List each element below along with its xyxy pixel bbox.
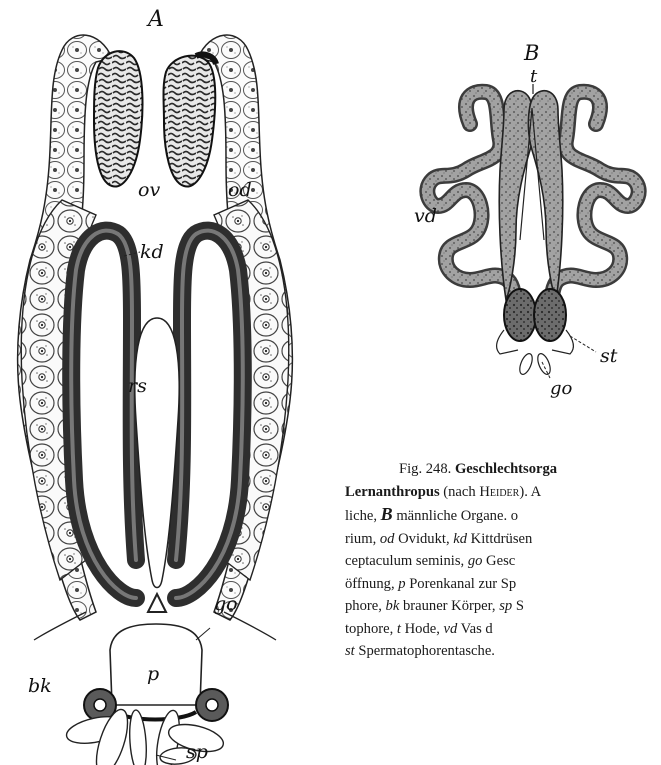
label-ov: ov <box>138 179 160 201</box>
label-panel-a: A <box>146 7 164 32</box>
label-od: od <box>228 179 252 201</box>
figure-a-female-organs: A ov od kd rs go bk p sp <box>0 0 330 765</box>
brown-body-right <box>196 689 228 721</box>
genital-opening <box>497 330 574 376</box>
label-bk: bk <box>28 675 52 697</box>
label-st: st <box>600 345 618 367</box>
cement-gland-right <box>176 231 243 598</box>
label-kd: kd <box>140 241 164 263</box>
caption-line-7: phore, bk brauner Körper, sp S <box>345 595 661 618</box>
figure-b-male-organs: B t vd st go <box>400 30 661 410</box>
label-rs: rs <box>128 375 147 397</box>
label-panel-b: B <box>523 41 539 65</box>
label-go: go <box>214 593 238 615</box>
spermatophore-pocket-left <box>504 289 536 341</box>
label-vd: vd <box>414 205 437 227</box>
caption-line-2: Lernanthropus (nach Heider). A <box>345 481 661 504</box>
label-p: p <box>147 663 159 685</box>
label-go-b: go <box>550 378 573 399</box>
caption-line-3: liche, B männliche Organe. o <box>345 503 661 528</box>
caption-line-5: ceptaculum seminis, go Gesc <box>345 550 661 573</box>
ovary-right <box>164 54 217 186</box>
ovary-left <box>94 51 142 186</box>
cement-gland-left <box>71 231 136 598</box>
caption-line-6: öffnung, p Porenkanal zur Sp <box>345 573 661 596</box>
spermatophore-pocket-right <box>534 289 566 341</box>
figure-caption: Fig. 248. Geschlechtsorga Lernanthropus … <box>345 458 661 663</box>
caption-line-9: st Spermatophorentasche. <box>345 640 661 663</box>
label-sp: sp <box>186 741 208 763</box>
median-triangle <box>148 594 166 612</box>
caption-line-1: Fig. 248. Geschlechtsorga <box>345 458 661 481</box>
caption-line-8: tophore, t Hode, vd Vas d <box>345 618 661 641</box>
caption-line-4: rium, od Ovidukt, kd Kittdrüsen <box>345 528 661 551</box>
label-t: t <box>530 66 538 87</box>
